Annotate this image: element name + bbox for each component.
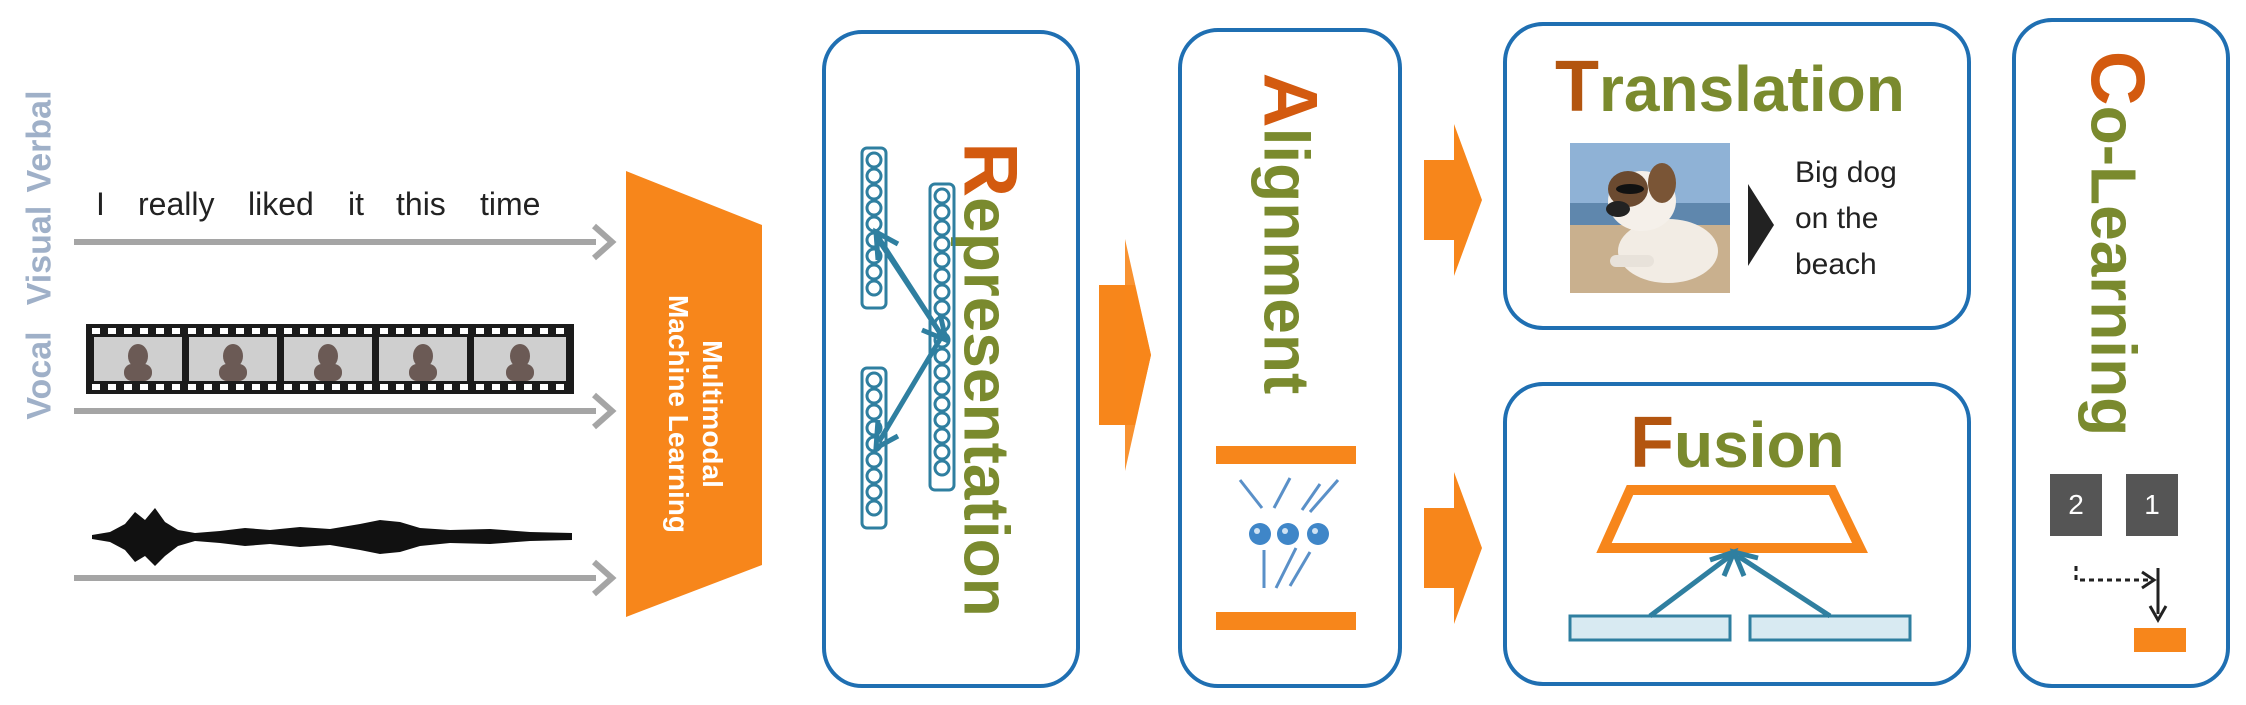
verbal-word: it	[348, 186, 364, 222]
fusion-title: Fusion	[1630, 402, 1845, 484]
fusion-title-cap: F	[1630, 403, 1674, 483]
alignment-title-cap: A	[1247, 72, 1333, 128]
fusion-title-rest: usion	[1673, 409, 1845, 481]
representation-box	[822, 30, 1080, 688]
colearning-number-box: 2	[2050, 474, 2102, 536]
representation-network	[860, 146, 956, 530]
mml-label-line2: Machine Learning	[663, 294, 694, 534]
colearning-arrows	[2074, 566, 2186, 652]
translation-title-cap: T	[1555, 47, 1599, 127]
translation-title-rest: ranslation	[1598, 53, 1905, 125]
alignment-box	[1178, 28, 1402, 688]
colearning-title-rest: o-Learning	[2077, 105, 2150, 437]
caption-line: Big dog	[1795, 156, 1897, 189]
chevron-arrow-2	[1424, 124, 1482, 276]
mml-label-line1: Multimodal	[697, 340, 728, 488]
colearning-title: Co-Learning	[2074, 44, 2161, 444]
translation-caption: Big dog on the beach	[1795, 150, 1897, 288]
mml-label: Multimodal Machine Learning	[661, 249, 729, 579]
colearning-title-cap: C	[2074, 50, 2160, 106]
alignment-title-rest: lignment	[1250, 127, 1323, 395]
verbal-word: time	[480, 186, 541, 222]
colearning-box	[2012, 18, 2230, 688]
verbal-word: liked	[248, 186, 314, 222]
modalities-graphic	[74, 223, 617, 597]
mml-trapezoid	[626, 171, 762, 617]
play-triangle	[1748, 184, 1774, 266]
verbal-word: this	[396, 186, 446, 222]
alignment-title: Alignment	[1247, 34, 1334, 434]
dog-photo	[1570, 143, 1730, 293]
chevron-arrow-1	[1099, 239, 1151, 471]
fusion-graphic	[1568, 485, 1912, 642]
chevron-arrow-3	[1424, 472, 1482, 624]
caption-line: on the	[1795, 202, 1879, 235]
caption-line: beach	[1795, 248, 1877, 281]
alignment-graphic	[1216, 446, 1356, 630]
film-strip	[86, 324, 574, 394]
verbal-word: really	[138, 186, 215, 222]
verbal-word: I	[96, 186, 105, 222]
colearning-number-box: 1	[2126, 474, 2178, 536]
audio-waveform	[92, 508, 572, 566]
translation-title: Translation	[1555, 46, 1905, 128]
